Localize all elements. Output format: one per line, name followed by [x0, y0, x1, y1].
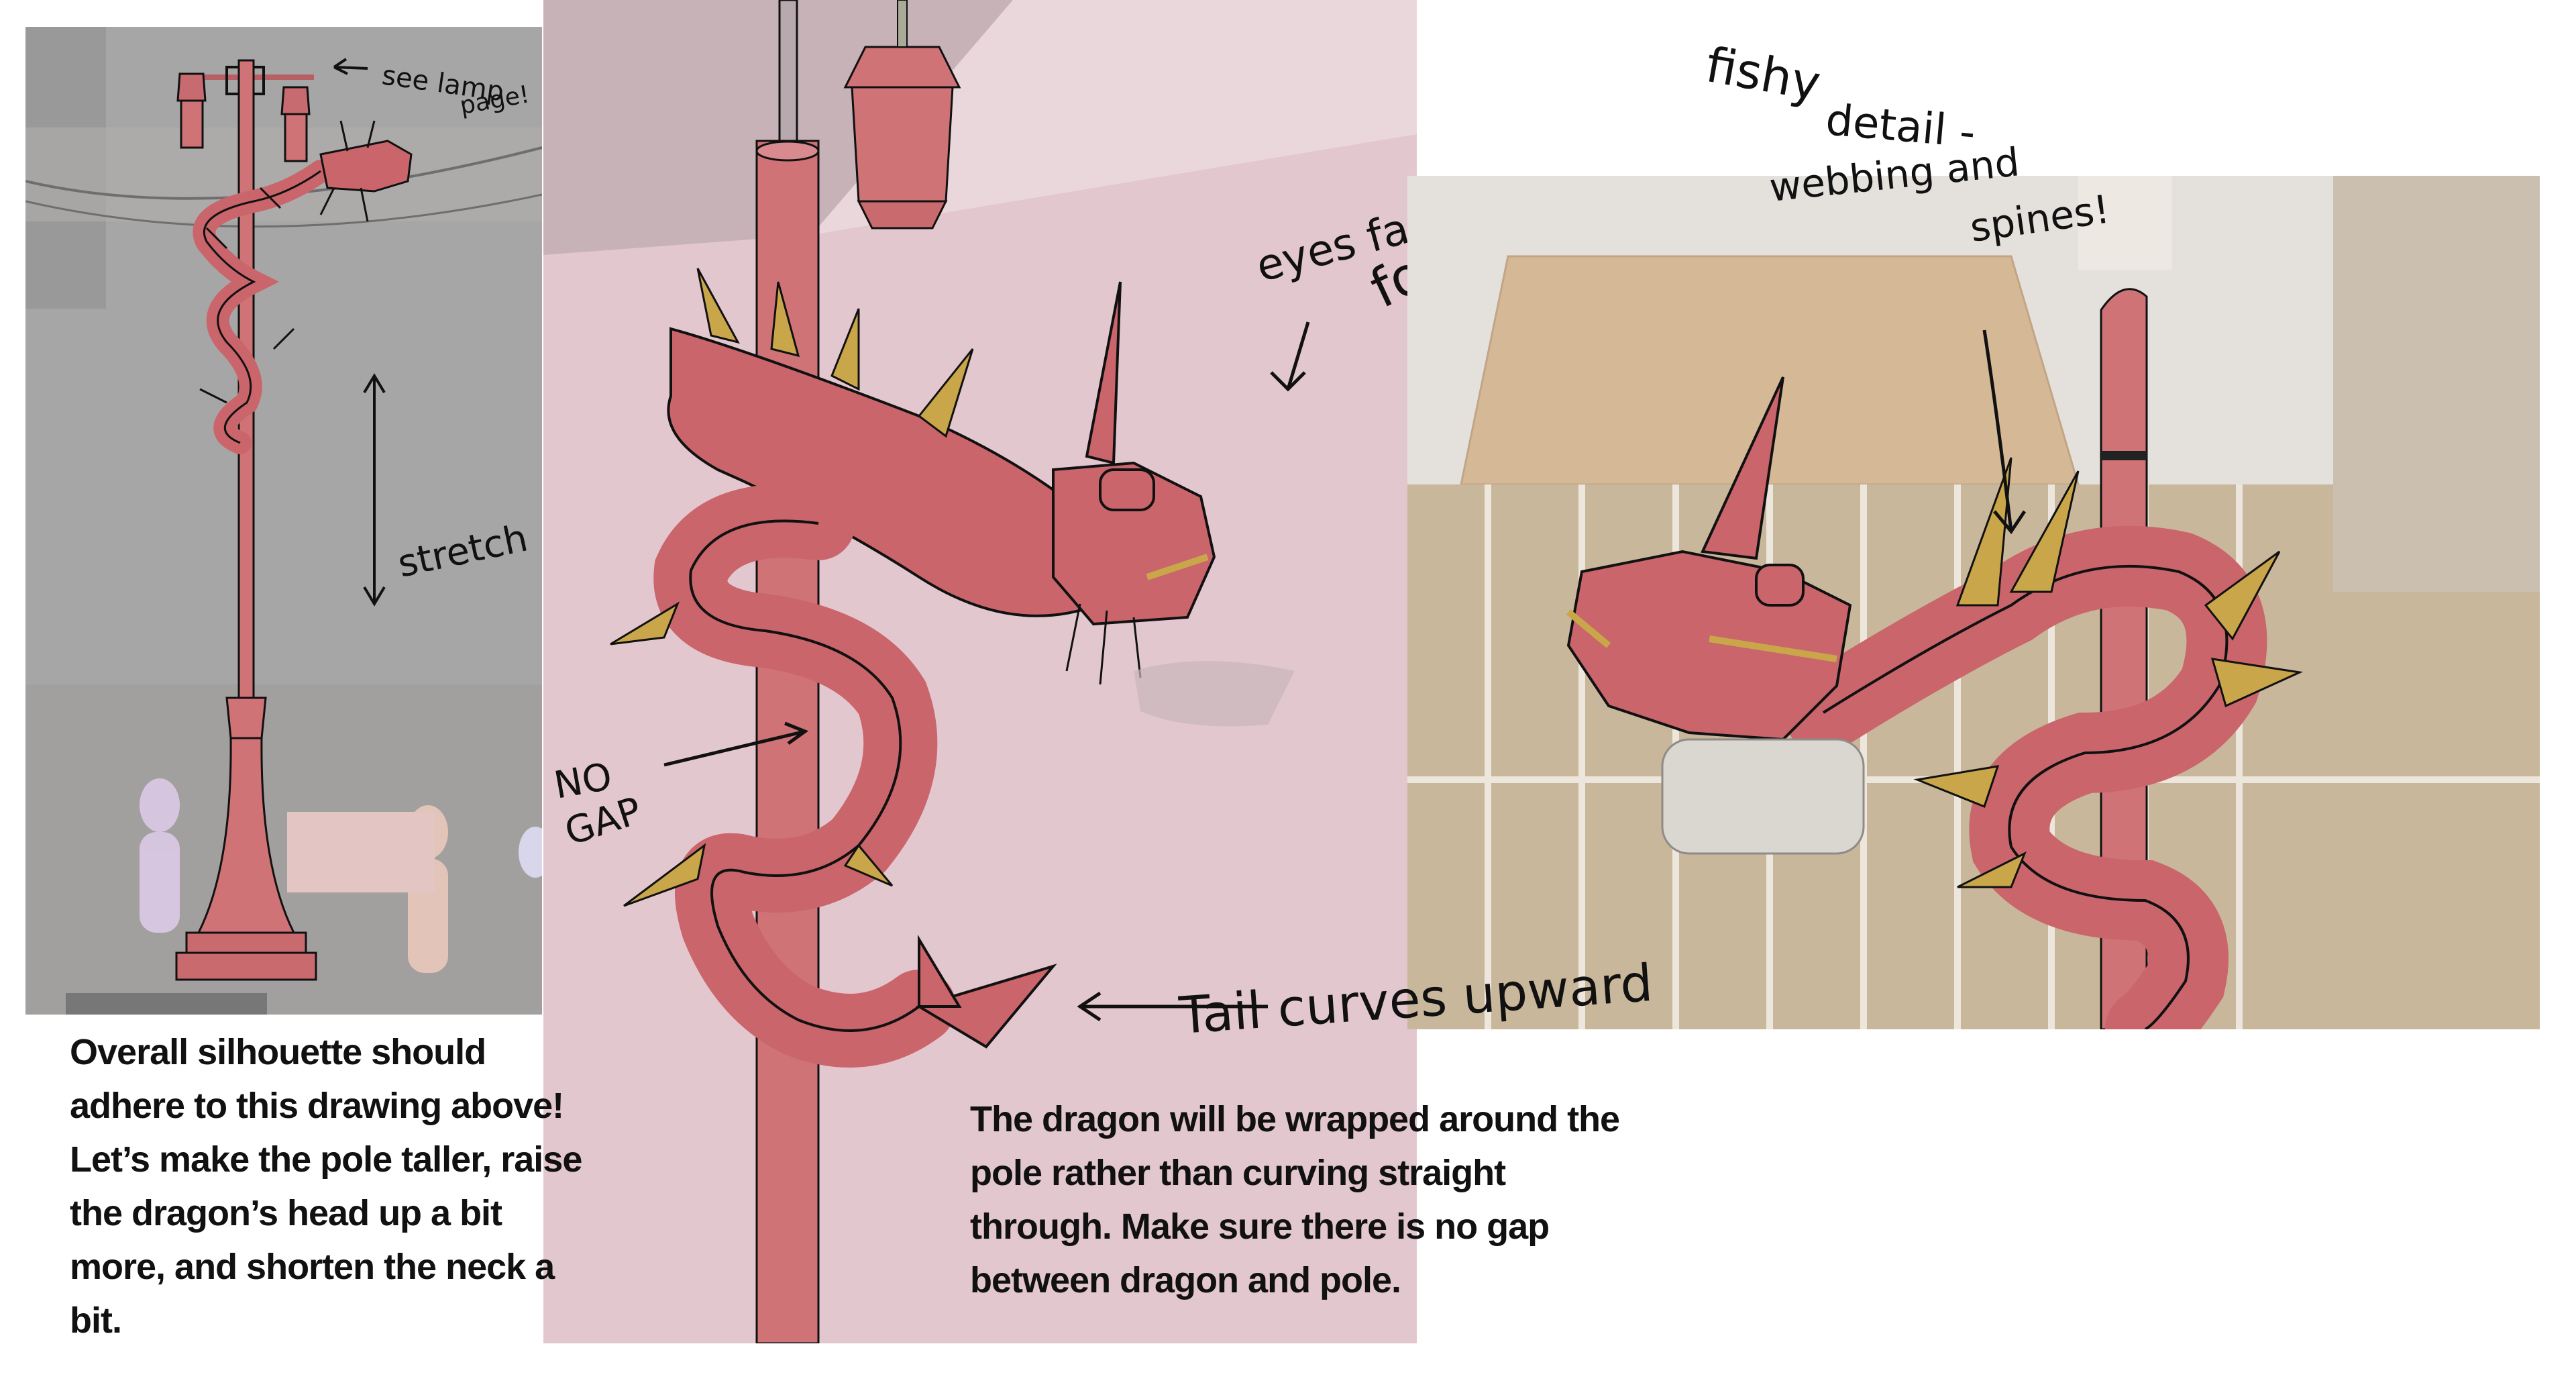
no-gap-annotation-line1: NO [551, 755, 615, 808]
left-instruction-note: Overall silhouette should adhere to this… [70, 1032, 582, 1341]
fishy-annotation-line1: fishy [1702, 36, 1825, 111]
middle-lantern-icon [843, 0, 961, 229]
left-dragon-pole-illustration: see lamp page! stretch [25, 27, 542, 1015]
left-reference-panel: see lamp page! stretch [25, 27, 542, 1015]
fishy-annotation-line2: detail - [1824, 95, 1978, 158]
middle-reference-panel: eyes face forward NO GAP [543, 0, 1417, 1343]
right-reference-panel [1407, 176, 2540, 1029]
right-dragon-pole-illustration [1407, 176, 2540, 1029]
left-lantern-icon [176, 72, 311, 162]
middle-instruction-note: The dragon will be wrapped around the po… [970, 1099, 1620, 1300]
middle-dragon-pole-illustration: eyes face forward NO GAP [543, 0, 1417, 1343]
